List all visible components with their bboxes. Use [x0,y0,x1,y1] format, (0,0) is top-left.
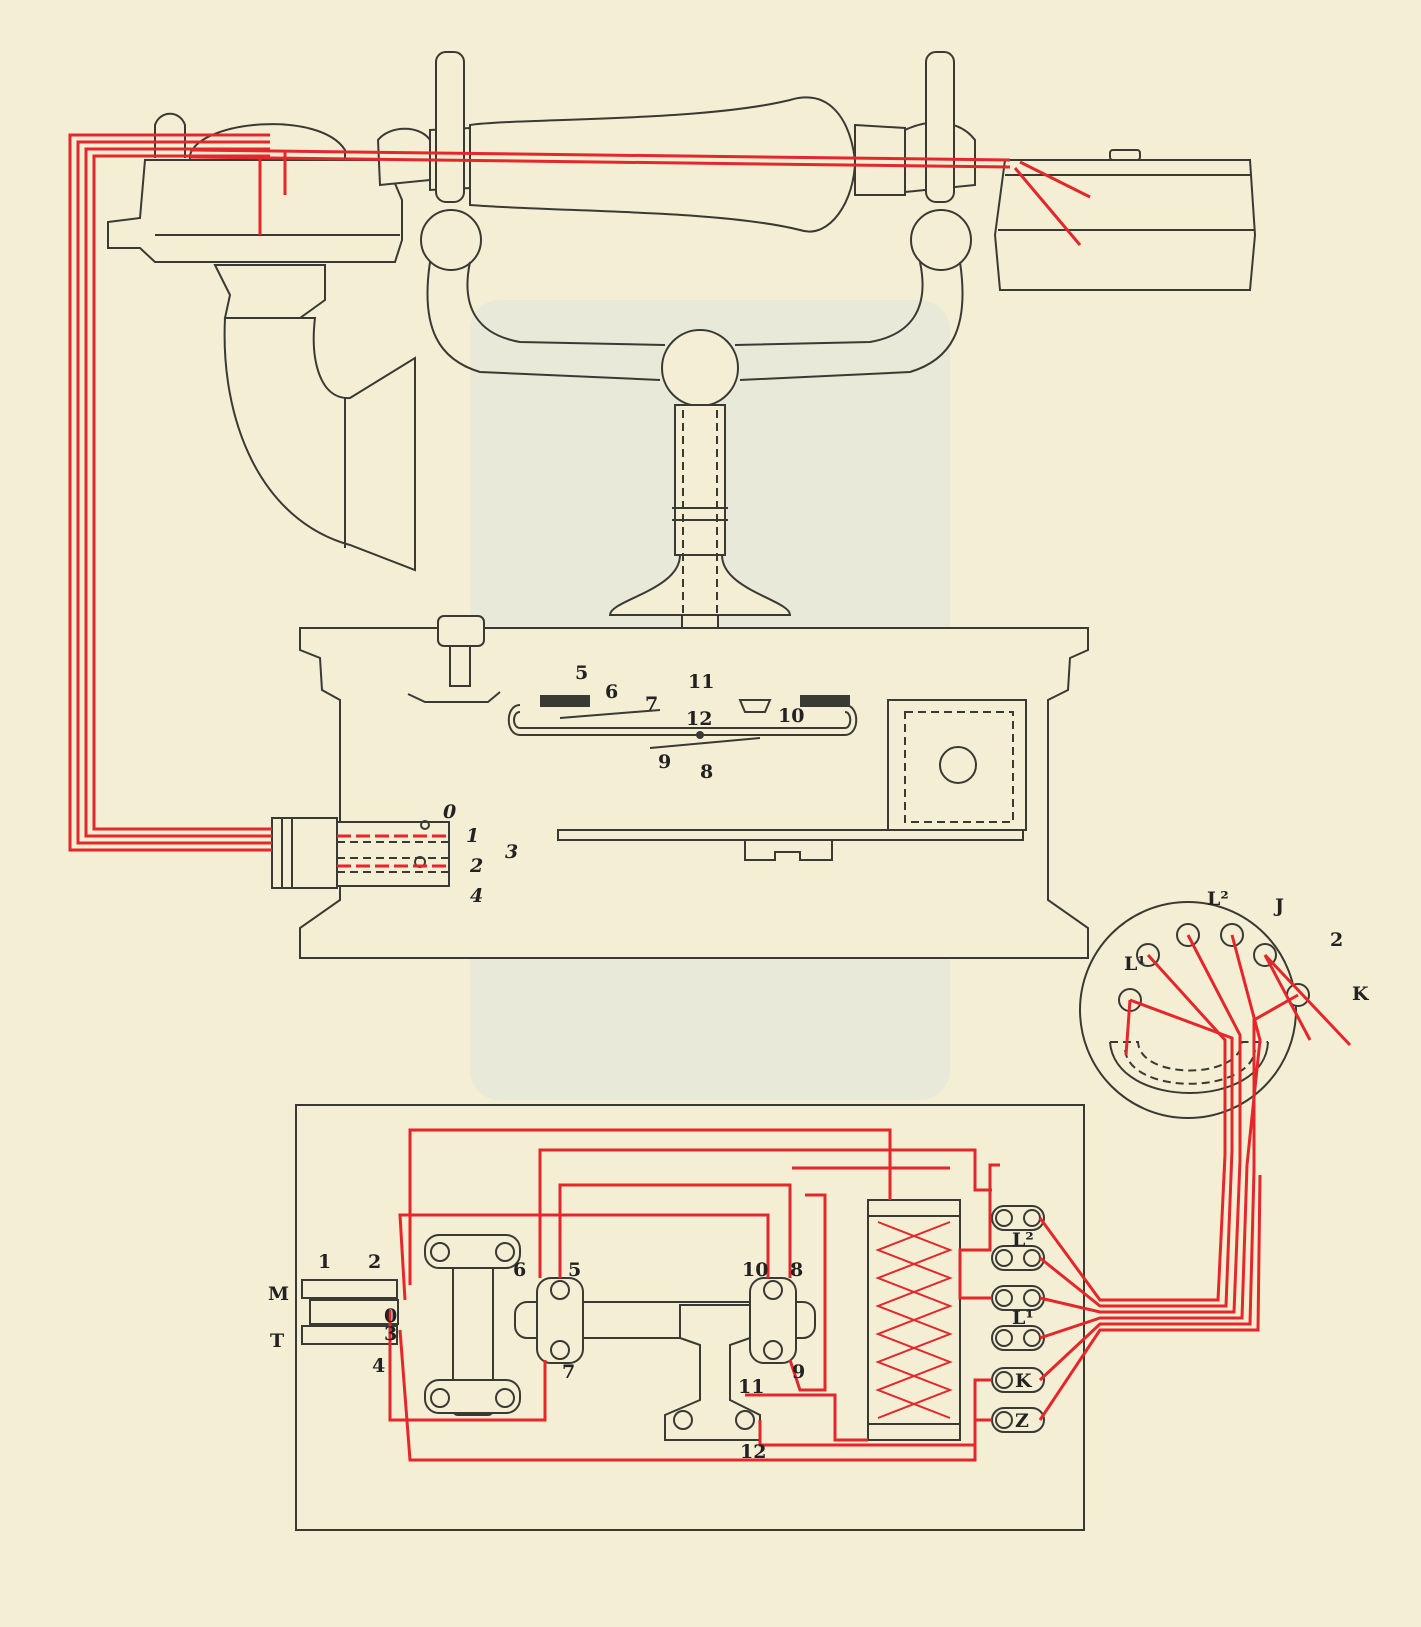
handset-cradle [107,51,1257,676]
terminal-plan-label-K: K [1015,1370,1033,1392]
terminal-plan-label-Z: Z [1015,1410,1029,1432]
hook-label-10: 10 [778,705,804,727]
plug-label-0: 0 [443,801,456,823]
round-terminal-labels: L² J 2 L¹ K [1124,888,1370,1005]
switch-contact-label-11: 11 [738,1376,764,1398]
plug-side-label-1: 1 [318,1251,331,1273]
plug-side-label-4: 4 [372,1355,385,1377]
hook-label-7: 7 [645,693,658,715]
switch-contact-label-10: 10 [742,1259,768,1281]
plug-label-4: 4 [470,885,483,907]
plug-label-2: 2 [469,855,483,877]
plug-side-label-3: 3 [384,1323,397,1345]
terminal-label-L2: L² [1207,888,1229,910]
hook-label-6: 6 [605,681,618,703]
hook-label-11: 11 [688,671,714,693]
base-housing [271,615,1089,959]
plug-side-label-M: M [268,1283,289,1305]
plug-label-3: 3 [505,841,518,863]
switch-contact-label-5: 5 [568,1259,581,1281]
terminal-plan-label-L2: L² [1012,1229,1034,1251]
terminal-plan-label-L1: L¹ [1012,1307,1034,1329]
switch-contact-label-7: 7 [562,1361,575,1383]
switch-contact-label-9: 9 [792,1361,805,1383]
hook-switch-labels: 5 6 7 11 12 10 9 8 [575,662,804,783]
hook-label-12: 12 [686,708,712,730]
terminal-label-K: K [1352,983,1370,1005]
base-plan [295,1104,1085,1531]
hook-label-9: 9 [658,751,671,773]
plug-side-label-2: 2 [368,1251,381,1273]
terminal-label-L1: L¹ [1124,953,1146,975]
round-terminal-block [1079,901,1310,1119]
switch-contact-label-8: 8 [790,1259,803,1281]
red-wiring [68,133,1352,1462]
plug-side-label-0: 0 [384,1305,397,1327]
base-plan-labels: M T 1 2 0 3 4 6 5 10 8 7 9 11 12 L² L¹ K… [268,1229,1034,1463]
switch-contact-label-12: 12 [740,1441,766,1463]
plug-label-1: 1 [466,825,479,847]
terminal-label-2: 2 [1330,929,1343,951]
hook-label-8: 8 [700,761,713,783]
plug-side-label-T: T [270,1330,284,1352]
switch-contact-label-6: 6 [513,1259,526,1281]
terminal-label-J: J [1273,895,1284,917]
hook-label-5: 5 [575,662,588,684]
plug-labels: 0 1 3 2 4 [443,801,518,907]
